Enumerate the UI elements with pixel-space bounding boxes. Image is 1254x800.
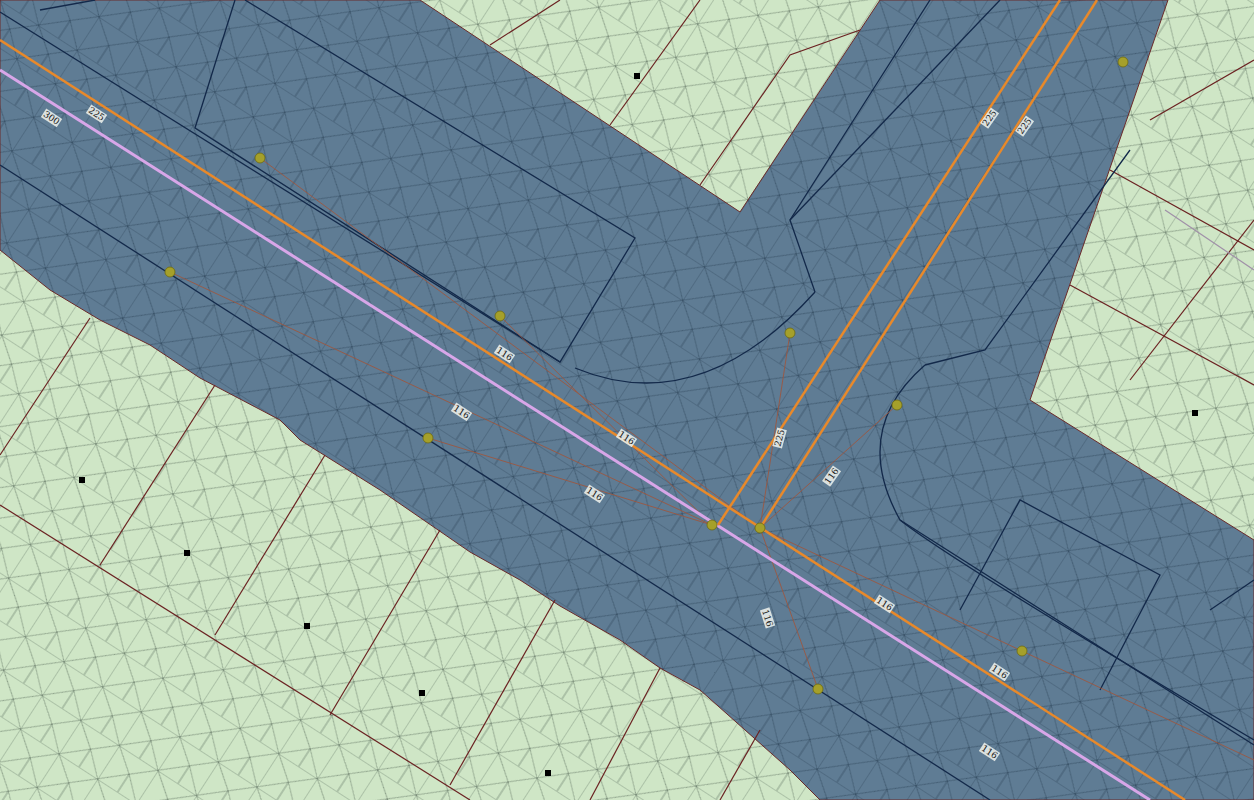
parcel-line	[610, 0, 700, 125]
building-point	[545, 770, 551, 776]
kerb-line	[960, 500, 1160, 690]
pipe-line	[760, 528, 818, 689]
kerb-line	[0, 165, 990, 800]
parcel-line	[1150, 60, 1254, 120]
pipe-line	[760, 333, 790, 528]
kerb-line	[880, 365, 1254, 740]
building-points	[79, 73, 1198, 776]
kerb-line	[790, 0, 1000, 220]
manhole	[1118, 57, 1128, 67]
parcel-line	[720, 730, 760, 800]
parcel-line	[1165, 210, 1254, 270]
building-point	[634, 73, 640, 79]
parcel-line	[700, 30, 860, 185]
parcel-line	[0, 505, 470, 800]
side-pipe	[718, 0, 1060, 525]
kerb-line	[1210, 580, 1254, 610]
manhole	[785, 328, 795, 338]
manhole	[255, 153, 265, 163]
parcel-line	[490, 0, 560, 45]
pipe-line	[760, 528, 1254, 760]
kerb-line	[900, 520, 1254, 745]
manhole	[892, 400, 902, 410]
manhole	[707, 520, 717, 530]
parcel-line	[1130, 220, 1254, 380]
parcel-line	[590, 668, 660, 800]
parcel-line	[100, 385, 215, 565]
manhole	[165, 267, 175, 277]
manhole	[813, 684, 823, 694]
parcel-line	[450, 600, 555, 785]
manhole	[495, 311, 505, 321]
building-point	[304, 623, 310, 629]
pipe-line	[500, 316, 712, 525]
kerb-line	[195, 0, 635, 362]
building-point	[419, 690, 425, 696]
parcel-line	[1070, 285, 1254, 385]
pipe-line	[170, 272, 712, 525]
pipe-line	[428, 438, 712, 525]
kerb-line	[925, 150, 1130, 365]
kerb-line	[575, 292, 815, 383]
parcel-line	[0, 318, 90, 455]
parcel-line	[330, 530, 440, 715]
parcel-line	[1110, 170, 1254, 250]
trunk-pipe	[0, 70, 1150, 800]
manhole	[423, 433, 433, 443]
parcel-line	[215, 455, 325, 635]
kerb-line	[40, 0, 95, 10]
kerb-line	[0, 12, 560, 362]
main-pipe	[0, 40, 1185, 800]
side-pipe	[760, 0, 1097, 528]
manholes	[165, 57, 1128, 694]
pipe-line	[760, 405, 897, 528]
pipe-lines	[170, 158, 1254, 760]
building-point	[1192, 410, 1198, 416]
manhole	[755, 523, 765, 533]
pipe-line	[260, 158, 760, 528]
building-point	[184, 550, 190, 556]
building-point	[79, 477, 85, 483]
manhole	[1017, 646, 1027, 656]
